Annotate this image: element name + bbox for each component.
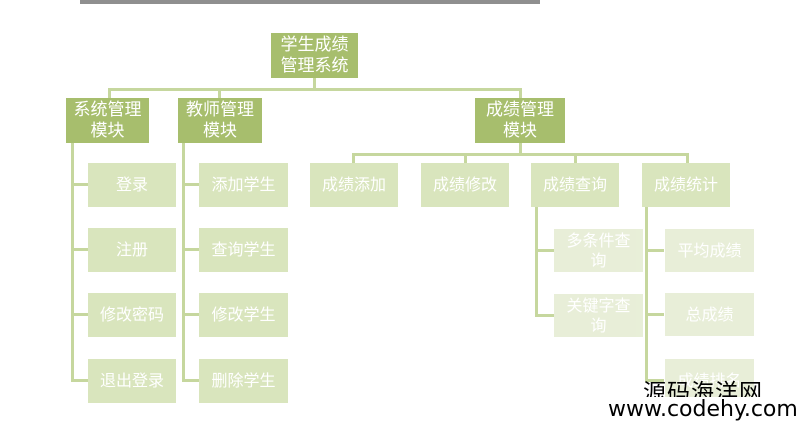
connector (313, 76, 316, 90)
connector (71, 183, 88, 186)
stats-item-rank: 成绩排名 (665, 359, 754, 402)
query-item-keyword: 关键字查 询 (554, 294, 643, 337)
score-module-node: 成绩管理 模块 (475, 98, 565, 143)
system-item-register: 注册 (88, 228, 176, 272)
connector (108, 88, 111, 99)
connector (535, 314, 554, 317)
connector (535, 207, 538, 317)
teacher-item-add-student: 添加学生 (199, 163, 288, 207)
teacher-module-node: 教师管理 模块 (178, 98, 262, 143)
stats-item-total: 总成绩 (665, 293, 754, 336)
score-item-stats: 成绩统计 (642, 163, 730, 207)
connector (352, 153, 689, 156)
connector (645, 249, 664, 252)
teacher-item-delete-student: 删除学生 (199, 359, 288, 403)
connector (645, 313, 664, 316)
connector (645, 379, 664, 382)
connector (535, 249, 554, 252)
system-module-node: 系统管理 模块 (66, 98, 149, 143)
connector (519, 141, 522, 155)
connector (218, 88, 221, 99)
connector (108, 88, 522, 91)
root-node: 学生成绩 管理系统 (271, 33, 358, 78)
connector (71, 313, 88, 316)
connector (71, 143, 74, 382)
connector (686, 153, 689, 163)
connector (574, 153, 577, 163)
score-item-edit: 成绩修改 (421, 163, 509, 207)
system-item-change-password: 修改密码 (88, 293, 176, 337)
connector (645, 207, 648, 382)
cropped-text-fragment (80, 0, 540, 4)
connector (519, 88, 522, 99)
connector (352, 153, 355, 163)
stats-item-average: 平均成绩 (665, 229, 754, 272)
connector (464, 153, 467, 163)
connector (182, 248, 199, 251)
connector (182, 143, 185, 382)
connector (71, 379, 88, 382)
watermark-url: www.codehy.com (606, 397, 800, 422)
connector (182, 379, 199, 382)
score-item-add: 成绩添加 (310, 163, 398, 207)
connector (182, 313, 199, 316)
connector (71, 248, 88, 251)
connector (182, 183, 199, 186)
system-item-login: 登录 (88, 163, 176, 207)
teacher-item-query-student: 查询学生 (199, 228, 288, 272)
query-item-multi-condition: 多条件查 询 (554, 229, 643, 272)
system-item-logout: 退出登录 (88, 359, 176, 403)
teacher-item-edit-student: 修改学生 (199, 293, 288, 337)
score-item-query: 成绩查询 (531, 163, 619, 207)
